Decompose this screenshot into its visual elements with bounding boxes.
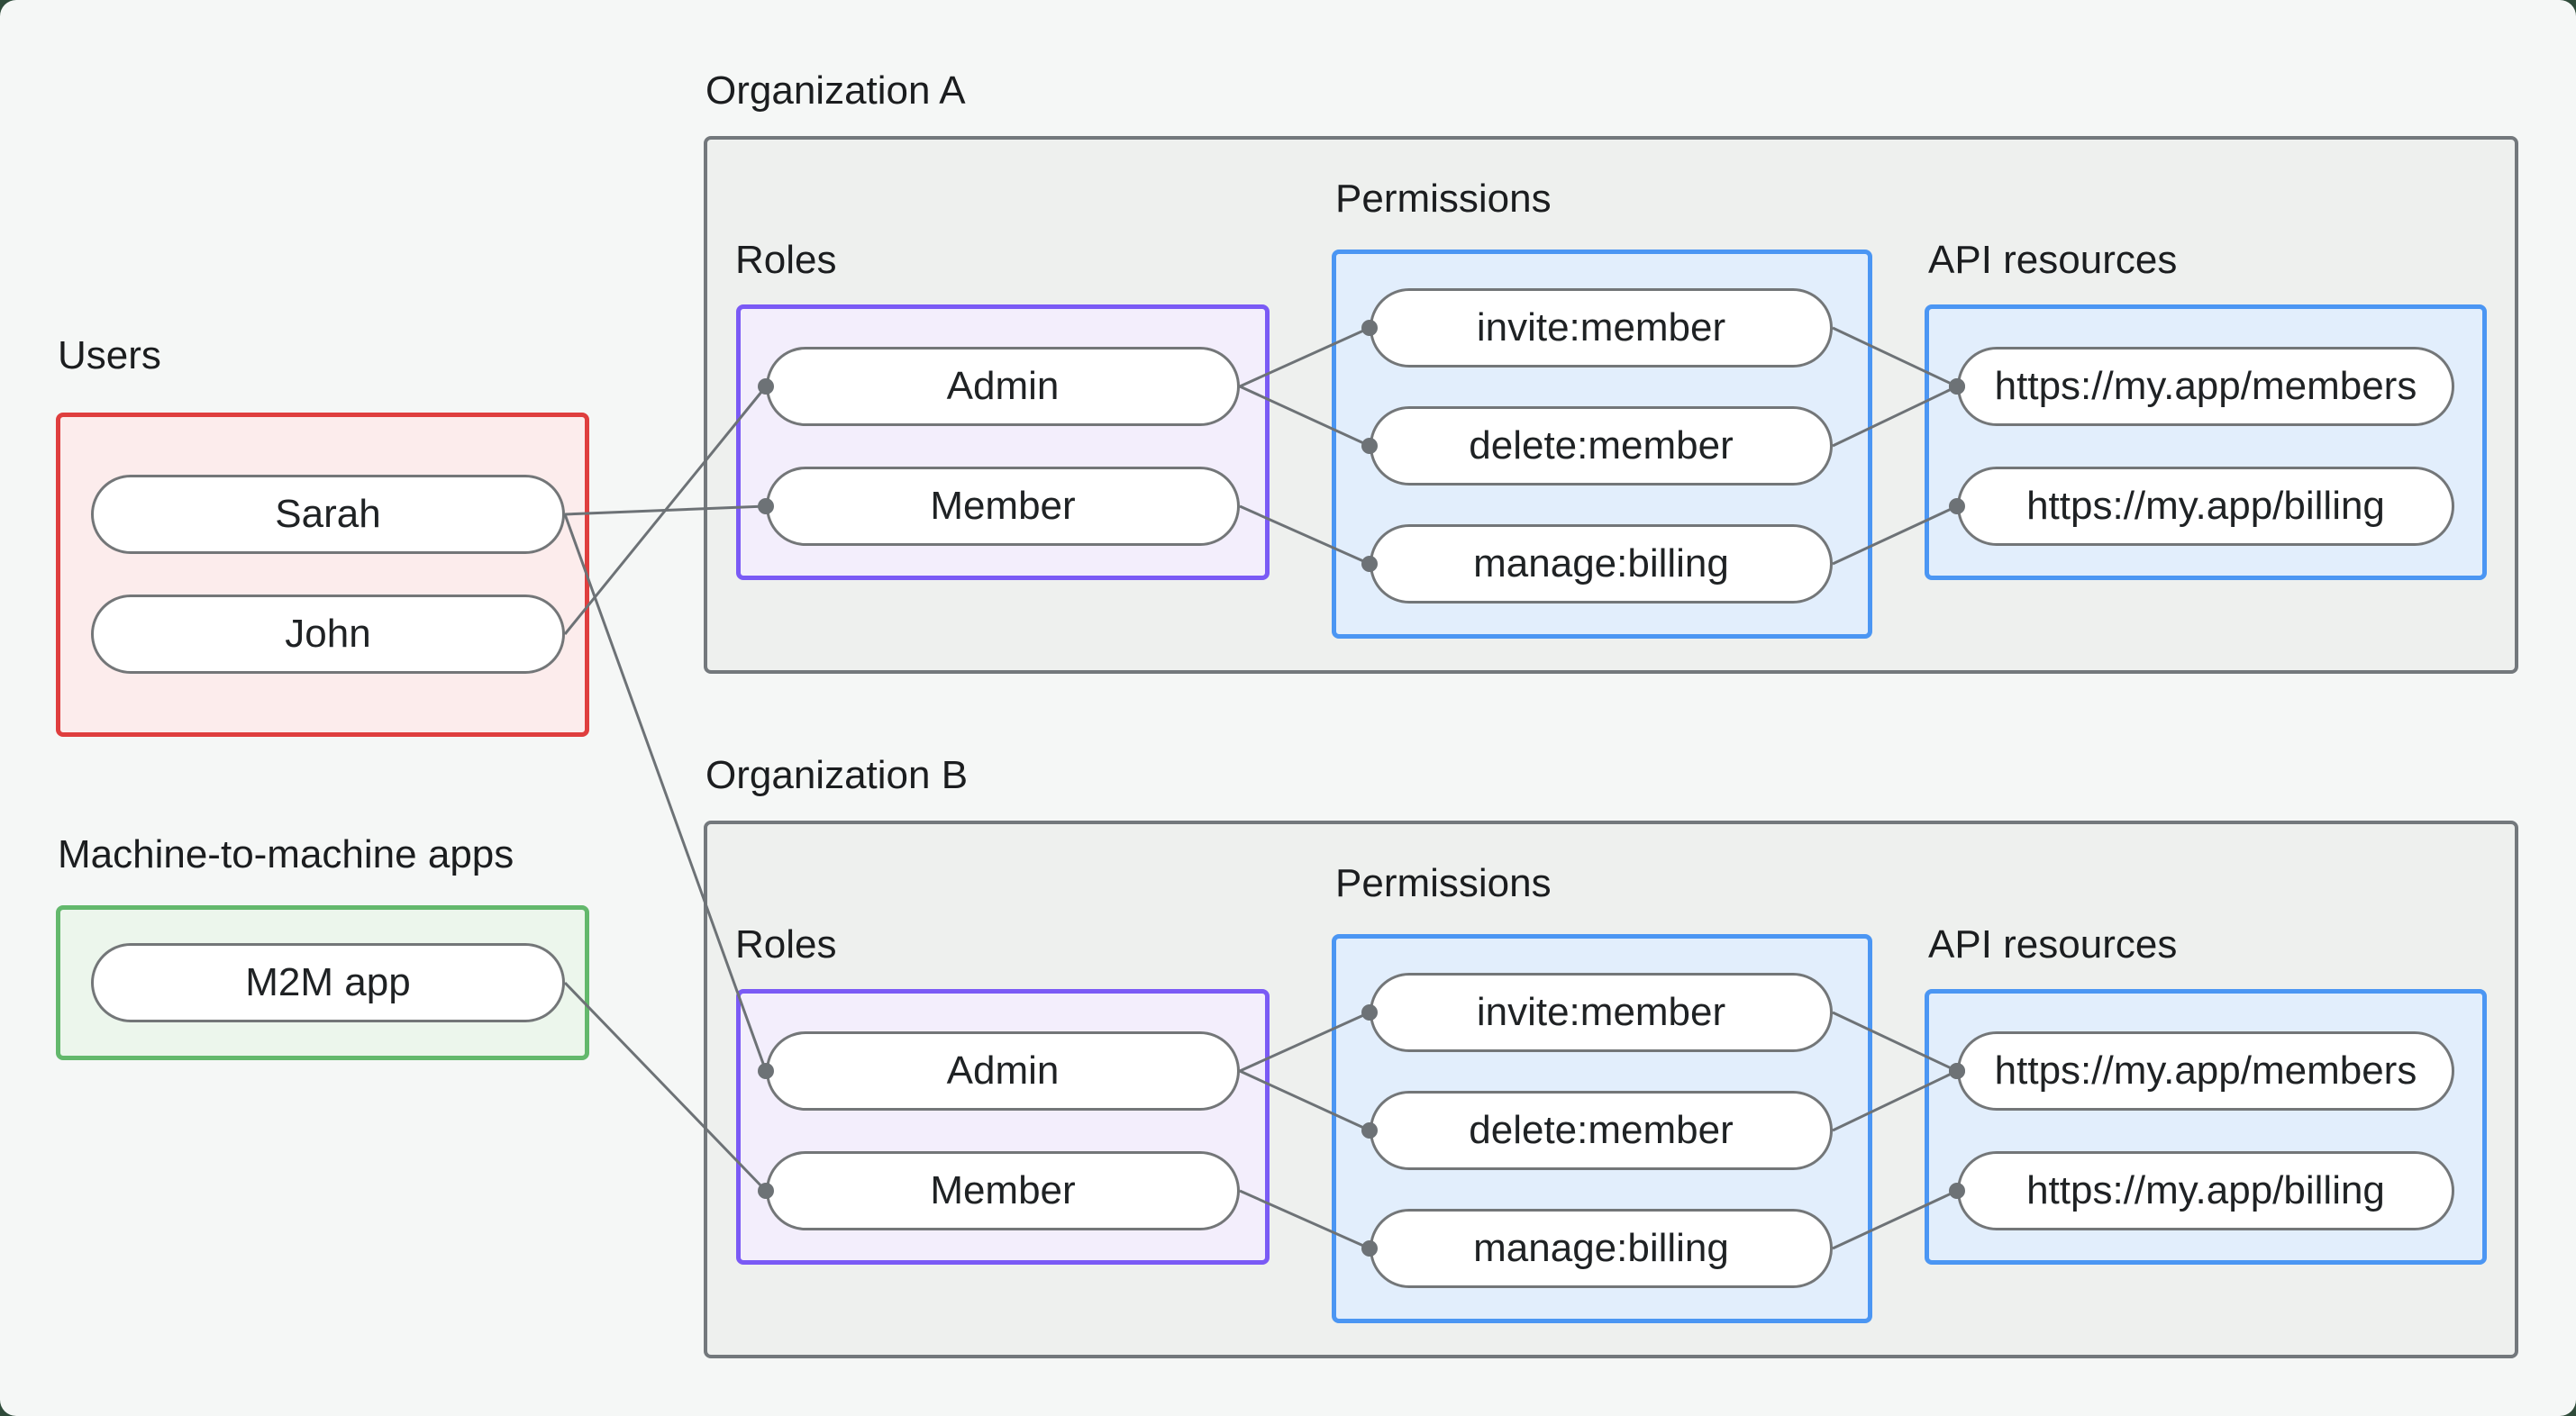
node-org-a-admin: Admin (766, 347, 1240, 426)
org-a-roles-label: Roles (735, 238, 837, 282)
organization-b-title: Organization B (705, 753, 969, 797)
node-org-b-invite-member: invite:member (1370, 973, 1833, 1052)
node-org-a-invite-member: invite:member (1370, 288, 1833, 368)
node-org-b-api-members: https://my.app/members (1957, 1031, 2454, 1111)
org-a-permissions-box: invite:member delete:member manage:billi… (1332, 250, 1872, 639)
org-b-api-resources-box: https://my.app/members https://my.app/bi… (1925, 989, 2487, 1265)
users-group-box: Sarah John (56, 413, 589, 737)
users-group-label: Users (58, 333, 161, 377)
org-b-roles-box: Admin Member (736, 989, 1270, 1265)
node-m2m-app: M2M app (91, 943, 565, 1022)
node-org-b-delete-member: delete:member (1370, 1091, 1833, 1170)
node-org-b-member: Member (766, 1151, 1240, 1230)
node-user-john: John (91, 595, 565, 674)
m2m-group-label: Machine-to-machine apps (58, 832, 514, 876)
node-user-sarah: Sarah (91, 475, 565, 554)
org-b-roles-label: Roles (735, 922, 837, 967)
node-org-a-api-members: https://my.app/members (1957, 347, 2454, 426)
org-a-roles-box: Admin Member (736, 304, 1270, 580)
org-a-api-resources-label: API resources (1928, 238, 2178, 282)
organization-a-title: Organization A (705, 68, 966, 113)
node-org-b-manage-billing: manage:billing (1370, 1209, 1833, 1288)
org-a-permissions-label: Permissions (1335, 177, 1552, 221)
organization-a-box: Organization A Roles Admin Member Permis… (704, 68, 2518, 674)
node-org-a-member: Member (766, 467, 1240, 546)
node-org-b-api-billing: https://my.app/billing (1957, 1151, 2454, 1230)
organization-b-box: Organization B Roles Admin Member Permis… (704, 753, 2518, 1358)
node-org-a-delete-member: delete:member (1370, 406, 1833, 486)
node-org-a-manage-billing: manage:billing (1370, 524, 1833, 604)
node-org-b-admin: Admin (766, 1031, 1240, 1111)
org-b-api-resources-label: API resources (1928, 922, 2178, 967)
node-org-a-api-billing: https://my.app/billing (1957, 467, 2454, 546)
m2m-group-box: M2M app (56, 905, 589, 1060)
org-b-permissions-label: Permissions (1335, 861, 1552, 905)
org-b-permissions-box: invite:member delete:member manage:billi… (1332, 934, 1872, 1323)
org-a-api-resources-box: https://my.app/members https://my.app/bi… (1925, 304, 2487, 580)
